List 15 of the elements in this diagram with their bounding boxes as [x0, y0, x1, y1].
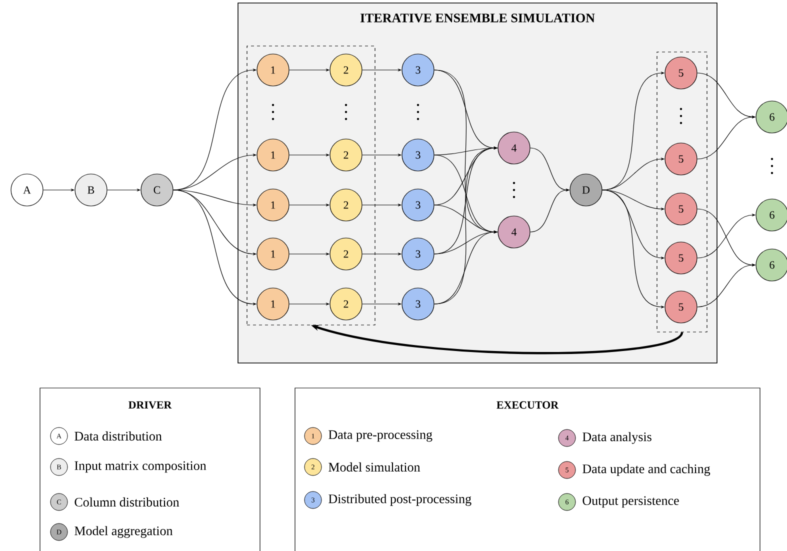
legend-text: Input matrix composition — [74, 461, 206, 473]
panel-title: ITERATIVE ENSEMBLE SIMULATION — [360, 14, 595, 22]
legend-title: DRIVER — [128, 401, 172, 409]
legend-text: Data distribution — [74, 431, 162, 441]
legend-text: Model aggregation — [74, 526, 173, 538]
legend-text: Distributed post-processing — [328, 494, 472, 506]
legend-text: Data analysis — [582, 432, 652, 444]
dashed-group-box — [656, 52, 708, 332]
dashed-group-box — [246, 46, 376, 326]
legend-text: Output persistence — [582, 496, 679, 508]
legend-text: Model simulation — [328, 462, 420, 472]
legend-text: Column distribution — [74, 497, 180, 507]
legend-text: Data pre-processing — [328, 430, 432, 442]
legend-title: EXECUTOR — [496, 401, 559, 409]
legend-text: Data update and caching — [582, 464, 710, 476]
